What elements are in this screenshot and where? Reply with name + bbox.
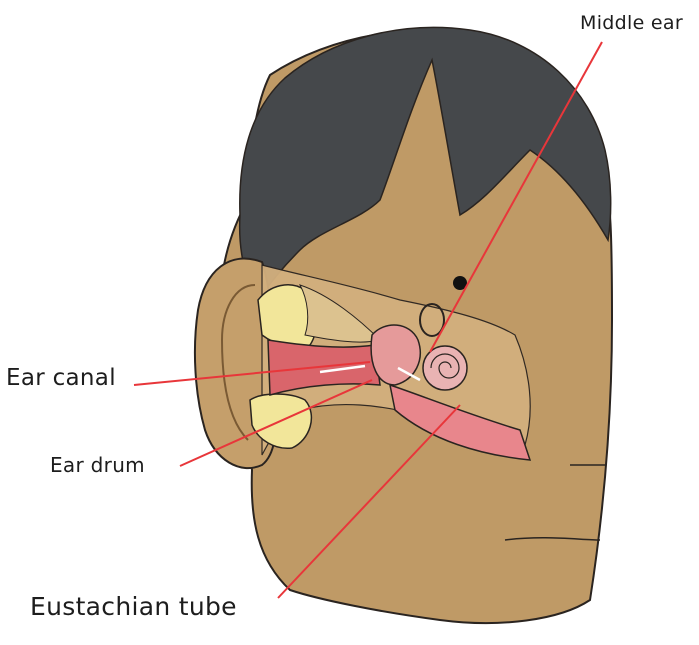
label-ear-drum: Ear drum bbox=[50, 453, 145, 477]
label-middle-ear: Middle ear bbox=[580, 12, 683, 34]
label-ear-canal: Ear canal bbox=[6, 365, 116, 391]
cochlea bbox=[423, 346, 467, 390]
label-eustachian-tube: Eustachian tube bbox=[30, 592, 237, 621]
